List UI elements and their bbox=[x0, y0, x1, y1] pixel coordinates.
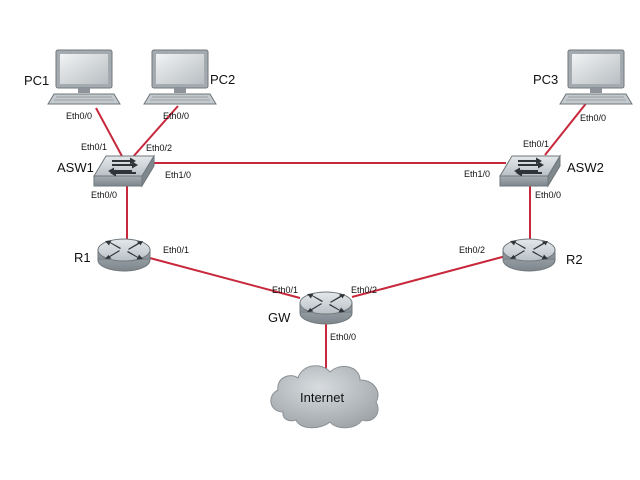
asw1-eth01-label: Eth0/1 bbox=[81, 142, 107, 152]
asw1-label: ASW1 bbox=[57, 160, 94, 175]
links bbox=[95, 100, 589, 374]
link-r1-gw bbox=[145, 256, 301, 299]
asw1-eth02-label: Eth0/2 bbox=[146, 143, 172, 153]
pc1-eth00-label: Eth0/0 bbox=[66, 111, 92, 121]
link-pc3-asw2 bbox=[544, 100, 589, 156]
gw-eth00-label: Eth0/0 bbox=[330, 332, 356, 342]
r2-router-icon[interactable] bbox=[502, 238, 556, 272]
asw2-eth01-label: Eth0/1 bbox=[523, 139, 549, 149]
asw1-switch-icon[interactable] bbox=[93, 155, 155, 187]
pc2-eth00-label: Eth0/0 bbox=[163, 111, 189, 121]
pc1-label: PC1 bbox=[24, 73, 49, 88]
pc3-eth00-label: Eth0/0 bbox=[580, 113, 606, 123]
asw2-eth10-label: Eth1/0 bbox=[464, 169, 490, 179]
pc3-icon[interactable] bbox=[559, 49, 633, 105]
r2-label: R2 bbox=[566, 252, 583, 267]
pc1-icon[interactable] bbox=[47, 49, 121, 105]
gw-router-icon[interactable] bbox=[299, 291, 353, 325]
pc2-icon[interactable] bbox=[143, 49, 217, 105]
gw-eth01-label: Eth0/1 bbox=[272, 285, 298, 295]
asw1-eth10-label: Eth1/0 bbox=[165, 170, 191, 180]
r1-label: R1 bbox=[74, 250, 91, 265]
pc2-label: PC2 bbox=[210, 72, 235, 87]
internet-label: Internet bbox=[300, 390, 344, 405]
asw1-eth00-label: Eth0/0 bbox=[91, 190, 117, 200]
r2-eth02-label: Eth0/2 bbox=[459, 245, 485, 255]
link-pc1-asw1 bbox=[95, 107, 124, 159]
pc3-label: PC3 bbox=[533, 72, 558, 87]
gw-eth02-label: Eth0/2 bbox=[351, 285, 377, 295]
r1-router-icon[interactable] bbox=[97, 238, 151, 272]
asw2-label: ASW2 bbox=[567, 160, 604, 175]
asw2-switch-icon[interactable] bbox=[499, 155, 561, 187]
link-pc2-asw1 bbox=[131, 105, 179, 159]
internet-cloud-icon[interactable] bbox=[270, 365, 379, 429]
link-r2-gw bbox=[351, 255, 507, 298]
asw2-eth00-label: Eth0/0 bbox=[535, 190, 561, 200]
r1-eth01-label: Eth0/1 bbox=[163, 245, 189, 255]
gw-label: GW bbox=[268, 310, 291, 325]
